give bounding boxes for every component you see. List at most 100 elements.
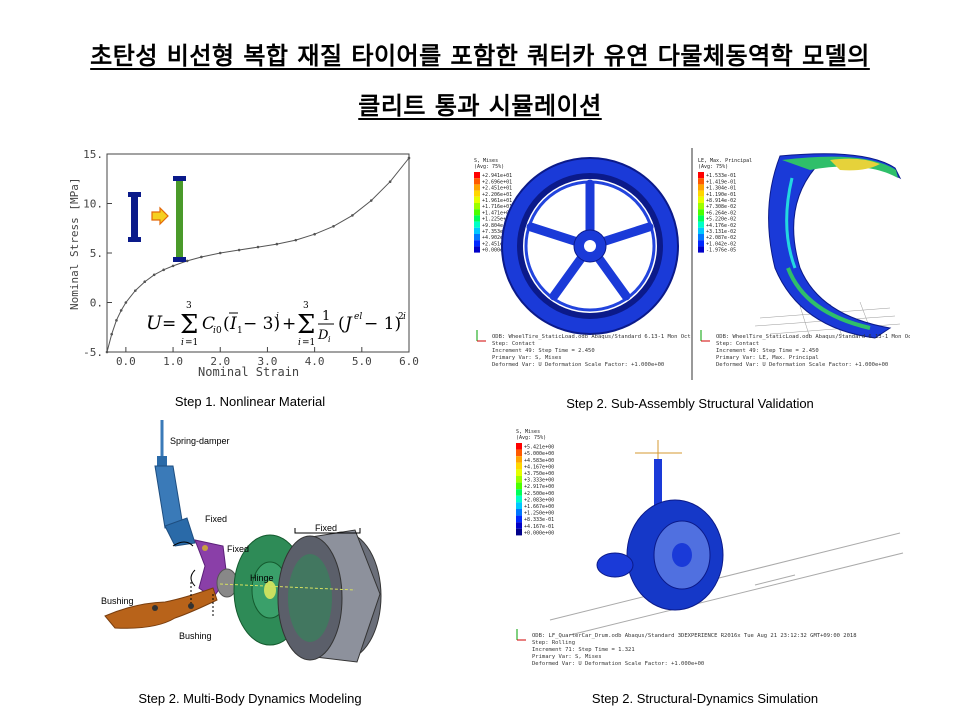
page-title-line1: 초탄성 비선형 복합 재질 타이어를 포함한 쿼터카 유연 다물체동역학 모델의: [90, 42, 870, 70]
data-point: [332, 224, 335, 228]
legend-value: +3.333e+00: [524, 478, 554, 484]
legend-value: +3.131e-02: [706, 229, 736, 235]
wheel-mises-view: S, Mises(Avg: 75%)+2.941e+01+2.696e+01+2…: [470, 148, 697, 380]
legend-value: +4.176e-02: [706, 223, 736, 229]
data-point: [407, 156, 411, 160]
legend-title: S, Mises: [516, 429, 540, 435]
svg-text:0: 0: [216, 326, 222, 336]
legend-swatch: [698, 203, 704, 210]
legend-swatch: [698, 221, 704, 228]
svg-text:i: i: [403, 312, 406, 322]
legend-swatch: [516, 515, 522, 523]
legend-swatch: [516, 476, 522, 483]
legend-value: +9.804e+00: [482, 223, 512, 229]
viewport-info-line: Deformed Var: U Deformation Scale Factor…: [532, 661, 704, 667]
y-axis-label: Nominal Stress [MPa]: [68, 178, 81, 310]
svg-text:C: C: [202, 314, 215, 334]
legend-swatch: [474, 227, 480, 234]
legend-value: +8.914e-02: [706, 198, 736, 204]
x-tick-label: 3.0: [258, 355, 278, 368]
y-tick-label: 0.: [90, 297, 103, 310]
data-point: [134, 289, 137, 292]
svg-text:3: 3: [186, 301, 192, 311]
specimen-undeformed-icon: [128, 192, 141, 242]
legend-swatch: [474, 196, 480, 203]
x-tick-label: 1.0: [163, 355, 183, 368]
legend-value: +1.716e+01: [482, 204, 512, 210]
legend-value: +1.471e+01: [482, 210, 512, 216]
svg-text:U: U: [146, 312, 163, 334]
y-tick-label: 15.: [83, 148, 103, 161]
x-axis-label: Nominal Strain: [198, 365, 299, 379]
viewport-info-line: ODB: WheelTire_StaticLoad.odb Abaqus/Sta…: [716, 334, 910, 340]
legend-swatch: [516, 456, 522, 463]
legend-value: +3.750e+00: [524, 471, 554, 477]
viewport-info-line: Increment 71: Step Time = 1.321: [532, 647, 635, 653]
data-point: [275, 242, 279, 246]
label-spring-damper: Spring-damper: [170, 436, 230, 446]
svg-text:i: i: [328, 335, 331, 344]
x-tick-label: 4.0: [305, 355, 325, 368]
label-fixed-1: Fixed: [205, 514, 227, 524]
legend-swatch: [698, 209, 704, 216]
legend-value: +1.225e+01: [482, 217, 512, 223]
legend-swatch: [698, 172, 704, 179]
caption-mbd: Step 2. Multi-Body Dynamics Modeling: [138, 691, 362, 706]
data-point: [162, 268, 165, 272]
legend-swatch: [516, 462, 522, 470]
legend-value: +5.000e+00: [524, 451, 554, 457]
mbd-model-panel: Spring-damper Fixed Fixed Fixed Hinge Bu…: [95, 418, 405, 683]
legend-value: +2.917e+00: [524, 484, 554, 490]
legend-value: +0.000e+00: [482, 248, 512, 254]
viewport-info-line: Deformed Var: U Deformation Scale Factor…: [716, 362, 888, 368]
legend-swatch: [474, 240, 480, 247]
svg-text:=1: =1: [302, 338, 315, 348]
data-point: [237, 248, 241, 252]
data-point: [124, 301, 128, 304]
legend-value: +2.206e+01: [482, 192, 512, 198]
svg-text:Σ: Σ: [297, 310, 315, 340]
svg-text:J: J: [342, 314, 353, 334]
legend-value: +1.250e+00: [524, 511, 554, 517]
viewport-info-line: Primary Var: LE, Max. Principal: [716, 355, 819, 361]
legend-swatch: [698, 215, 704, 222]
arrow-right-icon: [151, 206, 169, 226]
label-hinge: Hinge: [250, 573, 274, 583]
specimen-stretched-icon: [173, 176, 186, 262]
svg-text:I: I: [229, 314, 237, 334]
legend-swatch: [516, 489, 522, 496]
legend-value: +6.264e-02: [706, 210, 736, 216]
legend-avg: (Avg: 75%): [516, 435, 546, 441]
legend-value: +2.083e+00: [524, 497, 554, 503]
svg-text:el: el: [354, 312, 362, 322]
legend-swatch: [698, 240, 704, 247]
legend-value: +2.696e+01: [482, 179, 512, 185]
y-tick-label: 5.: [90, 247, 103, 260]
svg-text:− 1): − 1): [364, 314, 401, 334]
viewport-info-line: Step: Contact: [492, 341, 535, 347]
data-point: [171, 264, 175, 268]
viewport-info-line: Deformed Var: U Deformation Scale Factor…: [492, 362, 664, 368]
tire: [277, 529, 382, 663]
legend-title: S, Mises: [474, 158, 498, 164]
legend-swatch: [698, 227, 704, 234]
legend-value: +8.333e-01: [524, 517, 554, 523]
svg-text:− 3): − 3): [243, 314, 280, 334]
legend-value: +0.000e+00: [524, 530, 554, 536]
legend-value: +7.308e-02: [706, 204, 736, 210]
svg-text:i: i: [181, 338, 184, 348]
data-point: [218, 251, 222, 255]
legend-value: -1.976e-05: [706, 248, 736, 254]
legend-value: +4.902e+00: [482, 235, 512, 241]
svg-text:1: 1: [322, 309, 330, 324]
legend-swatch: [698, 178, 704, 185]
data-point: [115, 319, 118, 322]
legend-value: +2.451e+00: [482, 241, 512, 247]
legend-value: +1.042e-02: [706, 241, 736, 247]
svg-text:Σ: Σ: [180, 310, 198, 340]
legend-value: +1.190e-01: [706, 192, 736, 198]
legend-swatch: [516, 469, 522, 476]
